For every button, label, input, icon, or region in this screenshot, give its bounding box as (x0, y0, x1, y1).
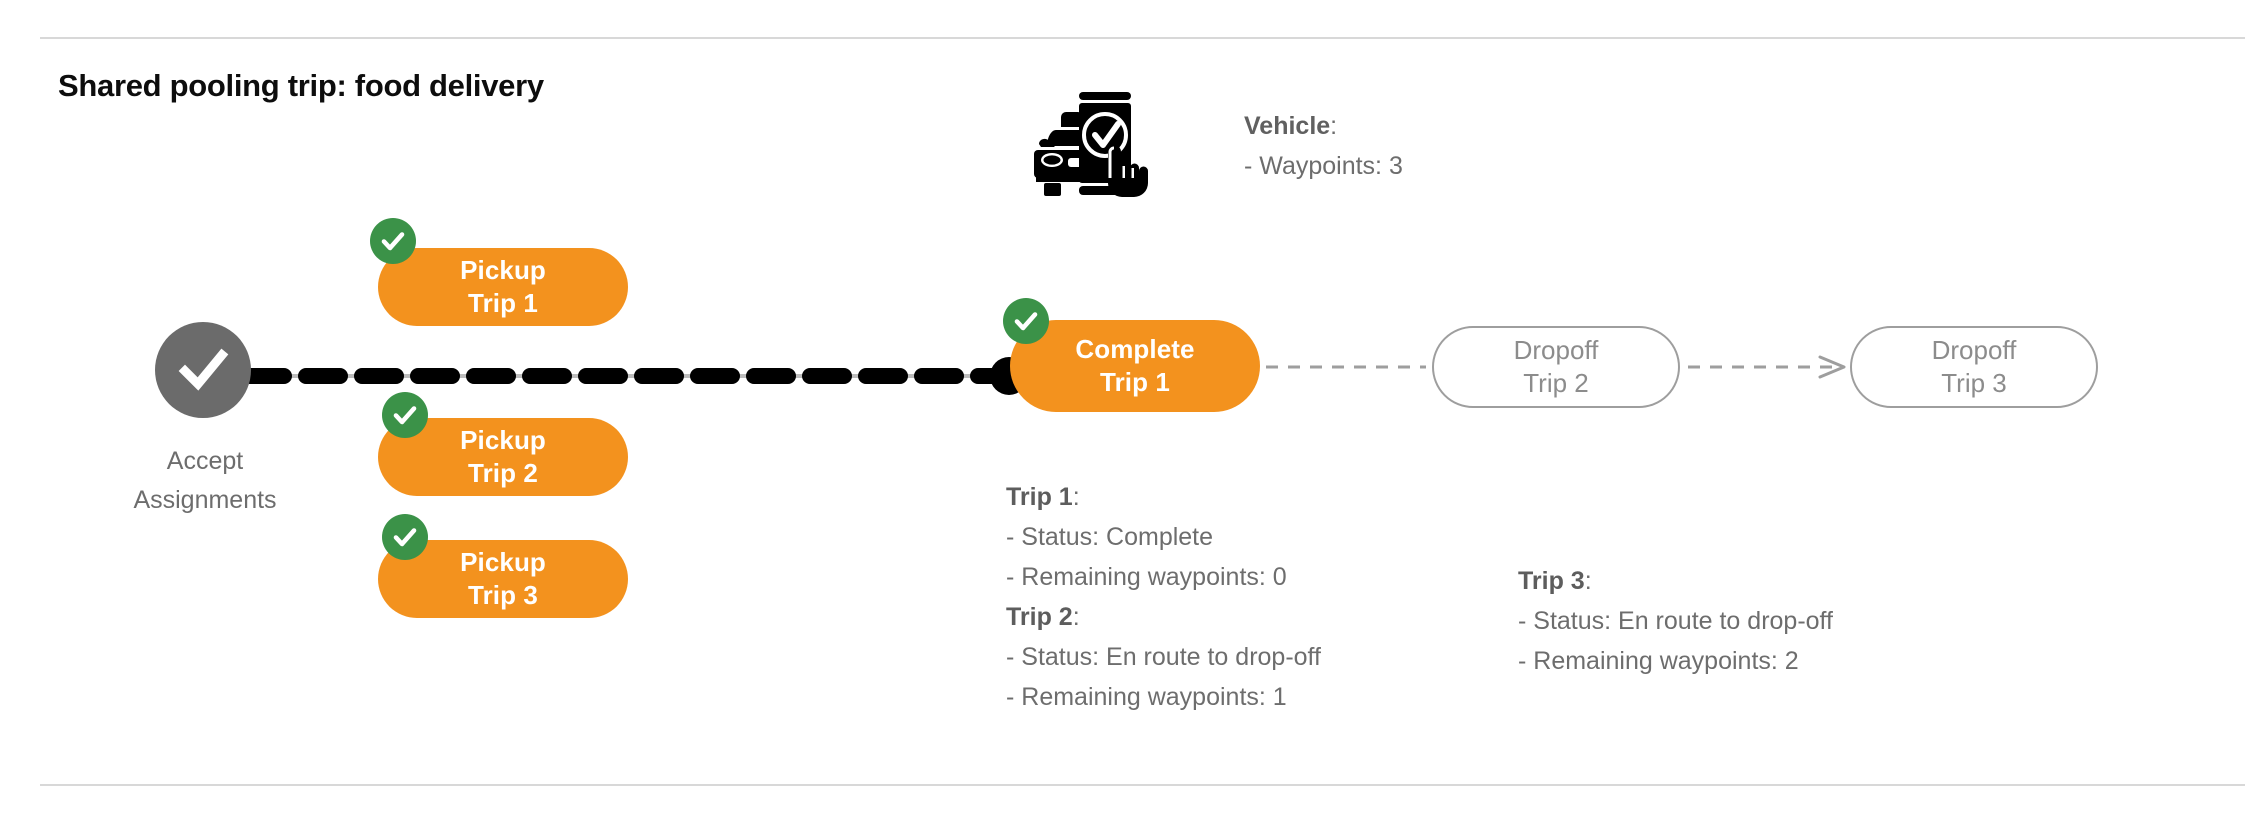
trip-2-remaining-waypoints: - Remaining waypoints: 1 (1006, 683, 1287, 711)
pickup-1-line1: Pickup (460, 255, 546, 285)
vehicle-heading: Vehicle (1244, 112, 1331, 140)
vehicle-heading-colon: : (1330, 112, 1338, 140)
trip-2-head-colon: : (1072, 603, 1080, 631)
trip-3-remaining-waypoints: - Remaining waypoints: 2 (1518, 647, 1799, 675)
trip-details-right: Trip 3: - Status: En route to drop-off -… (1518, 561, 1833, 681)
accept-assignments-label: Accept Assignments (60, 442, 350, 520)
pickup-trip-1-node[interactable]: Pickup Trip 1 (378, 248, 628, 326)
trip-3-head: Trip 3 (1518, 567, 1585, 595)
vehicle-caption: Vehicle: - Waypoints: 3 (1244, 106, 1403, 186)
trip-3-status: - Status: En route to drop-off (1518, 607, 1833, 635)
accept-label-line2: Assignments (133, 486, 277, 514)
trip-details-left: Trip 1: - Status: Complete - Remaining w… (1006, 477, 1321, 717)
check-icon (393, 406, 417, 425)
trip-1-head: Trip 1 (1006, 483, 1073, 511)
complete-trip-1-check-badge (1003, 298, 1049, 344)
trip-2-head-row: Trip 2: (1006, 597, 1321, 637)
complete-line2: Trip 1 (1100, 367, 1170, 397)
pickup-1-line2: Trip 1 (468, 288, 538, 318)
complete-line1: Complete (1075, 334, 1195, 364)
trip-1-head-colon: : (1072, 483, 1080, 511)
bottom-divider (40, 784, 2245, 786)
top-divider (40, 37, 2245, 39)
trip-2-status: - Status: En route to drop-off (1006, 643, 1321, 671)
trip-2-head: Trip 2 (1006, 603, 1073, 631)
dropoff-3-line1: Dropoff (1931, 335, 2017, 365)
accept-label-line1: Accept (166, 447, 244, 475)
pickup-3-line2: Trip 3 (468, 580, 538, 610)
pickup-3-check-badge (382, 514, 428, 560)
trip-1-remaining-waypoints: - Remaining waypoints: 0 (1006, 563, 1287, 591)
dropoff-2-line1: Dropoff (1513, 335, 1599, 365)
check-icon (393, 528, 417, 547)
vehicle-waypoints: - Waypoints: 3 (1244, 152, 1403, 180)
trip-3-head-colon: : (1584, 567, 1592, 595)
pickup-2-line1: Pickup (460, 425, 546, 455)
dropoff-3-line2: Trip 3 (1941, 368, 2007, 398)
pickup-2-line2: Trip 2 (468, 458, 538, 488)
accept-assignments-node[interactable] (155, 322, 251, 418)
dropoff-trip-3-node[interactable]: Dropoff Trip 3 (1850, 326, 2098, 408)
trip-1-head-row: Trip 1: (1006, 477, 1321, 517)
check-icon (178, 348, 229, 391)
pickup-2-check-badge (382, 392, 428, 438)
check-icon (381, 232, 405, 251)
trip-3-head-row: Trip 3: (1518, 561, 1833, 601)
accept-circle (155, 322, 251, 418)
pickup-1-check-badge (370, 218, 416, 264)
dropoff-trip-2-node[interactable]: Dropoff Trip 2 (1432, 326, 1680, 408)
complete-trip-1-node[interactable]: Complete Trip 1 (1010, 320, 1260, 412)
arrowhead-icon (1818, 355, 1846, 379)
car-phone-check-icon (1034, 92, 1148, 197)
vehicle-heading-row: Vehicle: (1244, 106, 1403, 146)
trip-1-status: - Status: Complete (1006, 523, 1214, 551)
dropoff-2-line2: Trip 2 (1523, 368, 1589, 398)
check-icon (1014, 312, 1038, 331)
pickup-3-line1: Pickup (460, 547, 546, 577)
page-title: Shared pooling trip: food delivery (58, 68, 544, 103)
